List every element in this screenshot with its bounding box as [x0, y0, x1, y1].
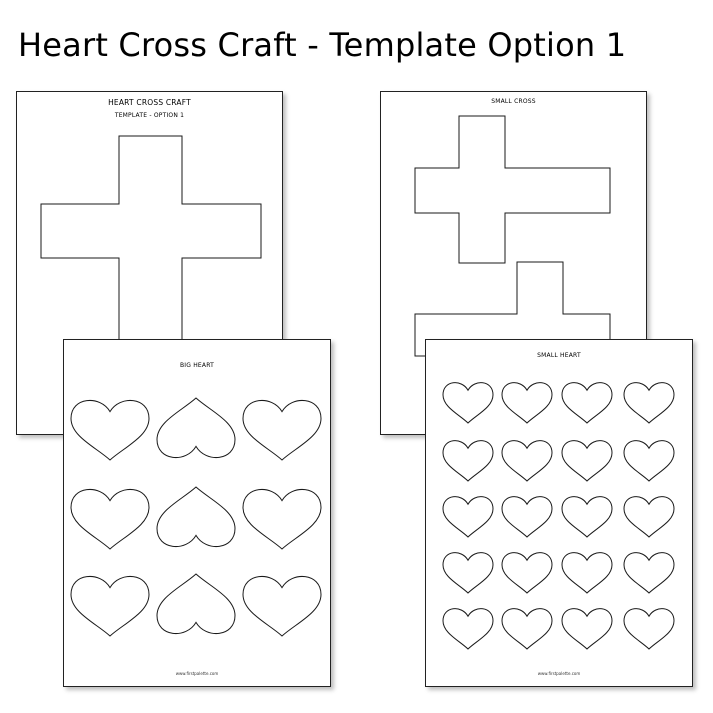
big-heart-4	[70, 488, 150, 550]
big-heart-sheet: BIG HEART www.firstpalette.com	[63, 339, 331, 687]
small-heart-10	[501, 496, 553, 538]
big-heart-5	[156, 486, 236, 548]
small-heart-sheet-footer: www.firstpalette.com	[537, 671, 581, 676]
small-heart-1	[442, 382, 494, 424]
small-heart-20	[623, 608, 675, 650]
page-title: Heart Cross Craft - Template Option 1	[18, 26, 627, 64]
small-heart-7	[561, 440, 613, 482]
small-heart-12	[623, 496, 675, 538]
big-heart-1	[70, 399, 150, 461]
big-heart-8	[156, 573, 236, 635]
small-heart-8	[623, 440, 675, 482]
big-cross-sheet-heading: HEART CROSS CRAFT	[108, 98, 191, 107]
small-cross-1	[414, 115, 611, 264]
small-heart-3	[561, 382, 613, 424]
small-heart-4	[623, 382, 675, 424]
small-heart-17	[442, 608, 494, 650]
small-heart-13	[442, 552, 494, 594]
small-heart-16	[623, 552, 675, 594]
small-heart-sheet: SMALL HEART www.firstpalette.com	[425, 339, 693, 687]
big-heart-grid	[70, 397, 322, 637]
big-heart-2	[156, 397, 236, 459]
big-heart-sheet-footer: www.firstpalette.com	[175, 671, 219, 676]
small-heart-11	[561, 496, 613, 538]
small-heart-5	[442, 440, 494, 482]
big-heart-9	[242, 575, 322, 637]
small-heart-15	[561, 552, 613, 594]
big-heart-sheet-heading: BIG HEART	[179, 362, 215, 369]
small-heart-sheet-heading: SMALL HEART	[537, 352, 581, 359]
small-heart-grid	[442, 382, 675, 650]
big-heart-6	[242, 488, 322, 550]
small-heart-9	[442, 496, 494, 538]
small-heart-6	[501, 440, 553, 482]
big-cross-sheet-subheading: TEMPLATE - OPTION 1	[114, 112, 185, 119]
small-cross-sheet-heading: SMALL CROSS	[491, 98, 536, 105]
small-heart-18	[501, 608, 553, 650]
big-heart-3	[242, 399, 322, 461]
small-heart-19	[561, 608, 613, 650]
big-heart-7	[70, 575, 150, 637]
small-heart-2	[501, 382, 553, 424]
small-heart-14	[501, 552, 553, 594]
